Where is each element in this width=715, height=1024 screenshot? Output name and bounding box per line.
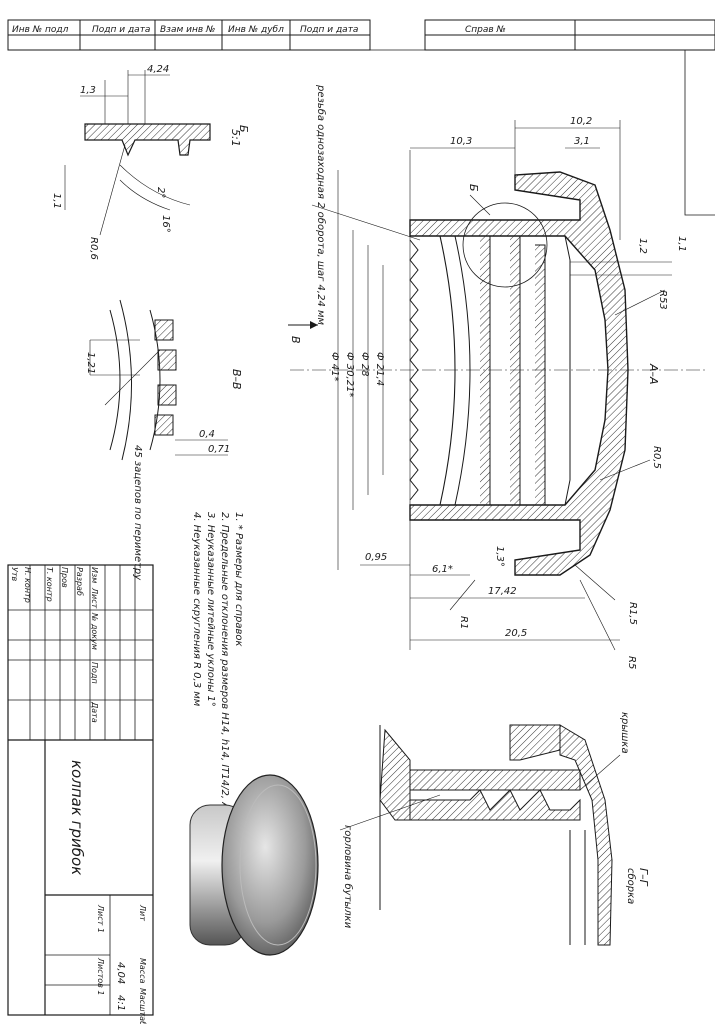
scale-value: 4:1: [115, 995, 126, 1011]
angle-16: 16°: [160, 215, 171, 233]
dim-1-1-main: 1,1: [676, 236, 687, 252]
section-aa-label: А–А: [647, 363, 660, 385]
title-block: Изм Лист № докум Подп Дата Разраб Пров Т…: [7, 564, 154, 1024]
technical-notes: 1. * Размеры для справок 2. Предельные о…: [191, 512, 244, 831]
dim-10-3: 10,3: [450, 136, 472, 147]
dim-20-5: 20,5: [505, 628, 527, 639]
diam-30-21: Ф 30,21*: [344, 352, 355, 397]
radius-0-6: R0,6: [88, 237, 99, 260]
dim-1-2: 1,2: [637, 238, 648, 254]
strip-cell-4: Инв № дубл: [228, 25, 284, 35]
radius-1: R1: [458, 616, 469, 629]
dim-4-24: 4,24: [147, 64, 169, 75]
detail-b-callout: Б: [467, 184, 480, 192]
cap-3d-render: [189, 774, 319, 956]
view-gg-label: Г–Г: [637, 868, 650, 887]
sheet-label: Лист 1: [96, 904, 105, 933]
view-b-scale: 5:1: [229, 129, 242, 147]
dim-0-4: 0,4: [199, 429, 215, 440]
col-sign: Подп: [90, 662, 99, 684]
dim-1-21: 1,21: [85, 352, 96, 374]
top-stamp-strip: Инв № подл Подп и дата Взам инв № Инв № …: [7, 19, 715, 216]
tech-note-2: 2. Предельные отклонения размеров Н14, h…: [219, 512, 230, 831]
row-razrab: Разраб: [75, 567, 84, 596]
angle-1-3: 1,3°: [494, 546, 505, 567]
row-nkontr: Н. контр: [23, 567, 32, 603]
dim-1-1-detail: 1,1: [51, 193, 62, 209]
diam-21-4: Ф 21,4: [374, 352, 385, 386]
section-view-bb: 1,21 45 зацепов по периметру 0,4 0,71 В–…: [85, 299, 243, 581]
row-prov: Пров: [60, 567, 69, 588]
dim-3-1: 3,1: [574, 136, 590, 147]
label-cap: крышка: [619, 712, 630, 754]
dim-0-95: 0,95: [365, 552, 387, 563]
row-tkontr: Т. контр: [45, 567, 54, 602]
strip-cell-2: Подп и дата: [92, 25, 150, 35]
radius-1-5: R1,5: [627, 602, 638, 625]
mass-label: Масса: [138, 958, 147, 984]
radius-53: R53: [657, 290, 668, 310]
diam-41: Ф 41*: [329, 352, 340, 382]
assembly-view-gg: крышка горловина бутылки Г–Г сборка: [339, 712, 650, 946]
dim-6-1: 6,1*: [432, 564, 453, 575]
tech-note-4: 4. Неуказанные скругления R 0,3 мм: [191, 512, 202, 707]
dim-0-71: 0,71: [208, 444, 230, 455]
col-list: Лист: [90, 587, 99, 609]
detail-view-b: 4,24 1,3 1,1 2° 16° R0,6 Б 5:1: [51, 64, 250, 260]
part-title: колпак грибок: [68, 760, 86, 875]
strip-cell-1: Инв № подл: [12, 25, 69, 35]
main-section-aa: резьба однозаходная 2 оборота, шаг 4,24 …: [288, 84, 705, 669]
strip-cell-5: Подп и дата: [300, 25, 358, 35]
scale-label: Масштаб: [138, 988, 147, 1024]
sheets-label: Листов 1: [96, 957, 105, 996]
row-utv: Утв: [10, 567, 19, 582]
col-doc: № докум: [90, 612, 99, 650]
tech-note-1: 1. * Размеры для справок: [233, 512, 244, 647]
angle-2: 2°: [155, 187, 166, 198]
ref-label: Справ №: [465, 25, 506, 35]
diam-28: Ф 28: [359, 352, 370, 377]
thread-note: резьба однозаходная 2 оборота, шаг 4,24 …: [315, 84, 327, 326]
arrow-b-label: В: [289, 336, 302, 344]
mass-value: 4,04: [115, 962, 126, 984]
view-bb-label: В–В: [230, 369, 243, 390]
view-gg-sub: сборка: [625, 868, 637, 904]
col-izm: Изм: [90, 567, 99, 583]
radius-0-5: R0,5: [651, 446, 662, 469]
view-b-letter: Б: [237, 125, 250, 133]
lit-label: Лит: [138, 904, 147, 921]
tech-note-3: 3. Неуказанные литейные уклоны 1°: [205, 512, 216, 707]
dim-17-42: 17,42: [488, 586, 517, 597]
label-neck: горловина бутылки: [342, 825, 354, 929]
dim-1-3: 1,3: [80, 85, 96, 96]
dim-10-2: 10,2: [570, 116, 592, 127]
radius-5: R5: [626, 656, 637, 669]
col-date: Дата: [90, 701, 99, 723]
slots-note: 45 зацепов по периметру: [132, 445, 143, 581]
strip-cell-3: Взам инв №: [160, 25, 215, 35]
